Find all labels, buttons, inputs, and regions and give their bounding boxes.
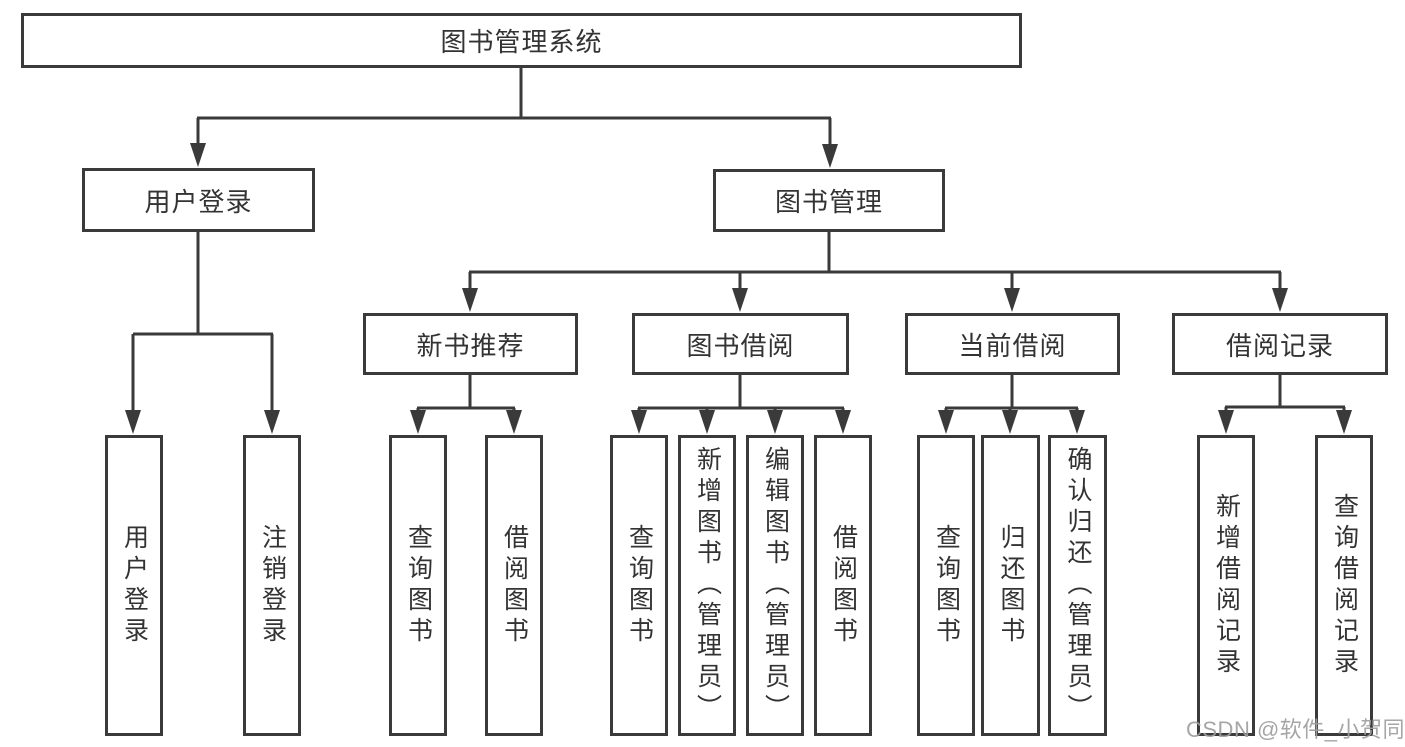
leaf-edit-books-admin: 编辑图书（管理员） <box>746 435 804 736</box>
node-user-login: 用户登录 <box>82 168 315 232</box>
watermark: CSDN @软件_小贺同学 <box>1186 717 1405 742</box>
leaf-query-borrow-record: 查询借阅记录 <box>1315 435 1373 736</box>
node-book-management: 图书管理 <box>713 169 945 232</box>
leaf-query-books-recommend: 查询图书 <box>389 435 447 736</box>
node-book-borrowing: 图书借阅 <box>632 313 849 375</box>
leaf-borrow-books-recommend: 借阅图书 <box>485 435 543 736</box>
node-borrowing-records: 借阅记录 <box>1172 313 1388 375</box>
leaf-borrow-books: 借阅图书 <box>814 435 872 736</box>
leaf-logout: 注销登录 <box>243 435 301 736</box>
leaf-return-books: 归还图书 <box>981 435 1040 736</box>
node-current-borrowing: 当前借阅 <box>905 313 1120 375</box>
leaf-query-books-current: 查询图书 <box>917 435 975 736</box>
leaf-add-borrow-record: 新增借阅记录 <box>1197 435 1255 736</box>
node-new-book-recommend: 新书推荐 <box>363 313 578 375</box>
leaf-confirm-return-admin: 确认归还（管理员） <box>1048 435 1107 736</box>
leaf-user-login: 用户登录 <box>105 435 163 736</box>
leaf-query-books-borrowing: 查询图书 <box>610 435 668 736</box>
node-library-system: 图书管理系统 <box>21 13 1022 68</box>
leaf-add-books-admin: 新增图书（管理员） <box>678 435 736 736</box>
